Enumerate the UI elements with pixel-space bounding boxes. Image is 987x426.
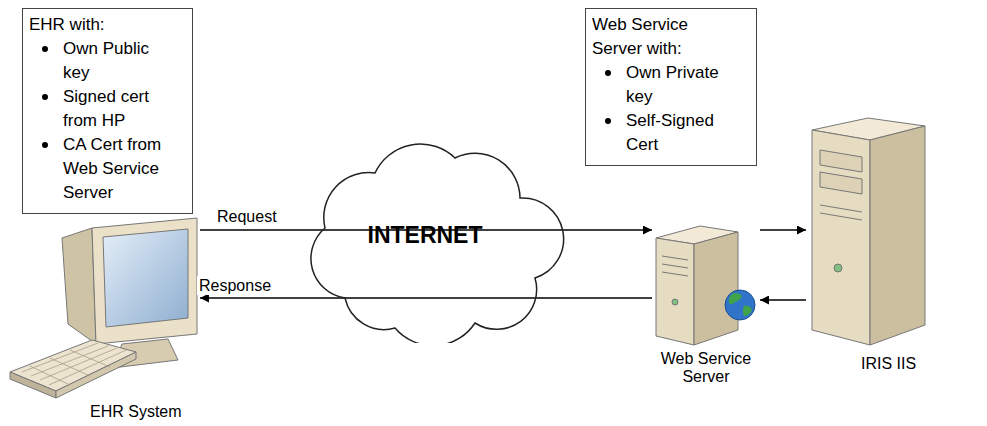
bullet-item: Self-Signed Cert	[592, 109, 750, 157]
bullet-item: Own Public key	[29, 37, 186, 85]
drive-bay	[820, 150, 862, 172]
power-led	[834, 264, 842, 272]
monitor-screen	[103, 229, 188, 327]
drive-bay	[820, 172, 862, 194]
box-heading: Web Service Server with:	[592, 13, 722, 61]
cloud-path	[311, 144, 564, 343]
bullet-item: Signed cert from HP	[29, 85, 186, 133]
server-side	[870, 126, 925, 345]
globe-land	[729, 293, 752, 316]
device-label: Web Service Server	[652, 350, 760, 386]
edge-label: Response	[197, 276, 273, 295]
power-led	[672, 299, 678, 305]
arrow-connector	[760, 229, 806, 230]
bullet-dot	[605, 70, 611, 76]
globe	[725, 290, 755, 320]
iris-server-illustration	[812, 118, 925, 345]
bullet-item: Own Private key	[592, 61, 750, 109]
device-node: EHR System	[5, 210, 200, 426]
web-server-illustration	[656, 226, 755, 345]
bullet-text: Signed cert from HP	[63, 85, 178, 133]
cloud-label: INTERNET	[368, 222, 483, 249]
bullet-dot	[42, 142, 48, 148]
server-front	[656, 238, 694, 345]
bullet-dot	[42, 46, 48, 52]
arrow-connector	[200, 297, 652, 298]
computer-illustration	[10, 218, 197, 398]
cloud-shape: INTERNET	[285, 128, 565, 343]
bullet-dot	[42, 94, 48, 100]
device-label: EHR System	[90, 403, 198, 421]
bullet-dot	[605, 118, 611, 124]
box-heading: EHR with:	[29, 13, 159, 37]
bullet-text: CA Cert from Web Service Server	[63, 133, 178, 205]
monitor-side	[62, 228, 96, 344]
drive-slot	[662, 256, 688, 260]
monitor-front	[92, 218, 197, 344]
arrow-connector	[760, 299, 806, 300]
cloud-label-holder: INTERNET	[285, 128, 565, 343]
device-node: Web Service Server	[652, 222, 760, 388]
device-node: IRIS IIS	[806, 110, 931, 378]
info-box: EHR with:Own Public keySigned cert from …	[22, 8, 193, 214]
bullet-text: Own Private key	[626, 61, 741, 109]
info-box: Web Service Server with:Own Private keyS…	[585, 8, 757, 166]
edge-label: Request	[215, 207, 279, 226]
bullet-item: CA Cert from Web Service Server	[29, 133, 186, 205]
keyboard-keys	[22, 343, 126, 385]
bullet-text: Own Public key	[63, 37, 178, 85]
drive-slot	[820, 213, 862, 220]
device-label: IRIS IIS	[861, 355, 931, 373]
drive-slot	[662, 264, 688, 268]
drive-slot	[662, 272, 688, 276]
keyboard-side	[56, 352, 136, 398]
drive-slot	[820, 205, 862, 212]
bullet-text: Self-Signed Cert	[626, 109, 741, 157]
server-side	[694, 232, 738, 345]
server-front	[812, 130, 870, 345]
